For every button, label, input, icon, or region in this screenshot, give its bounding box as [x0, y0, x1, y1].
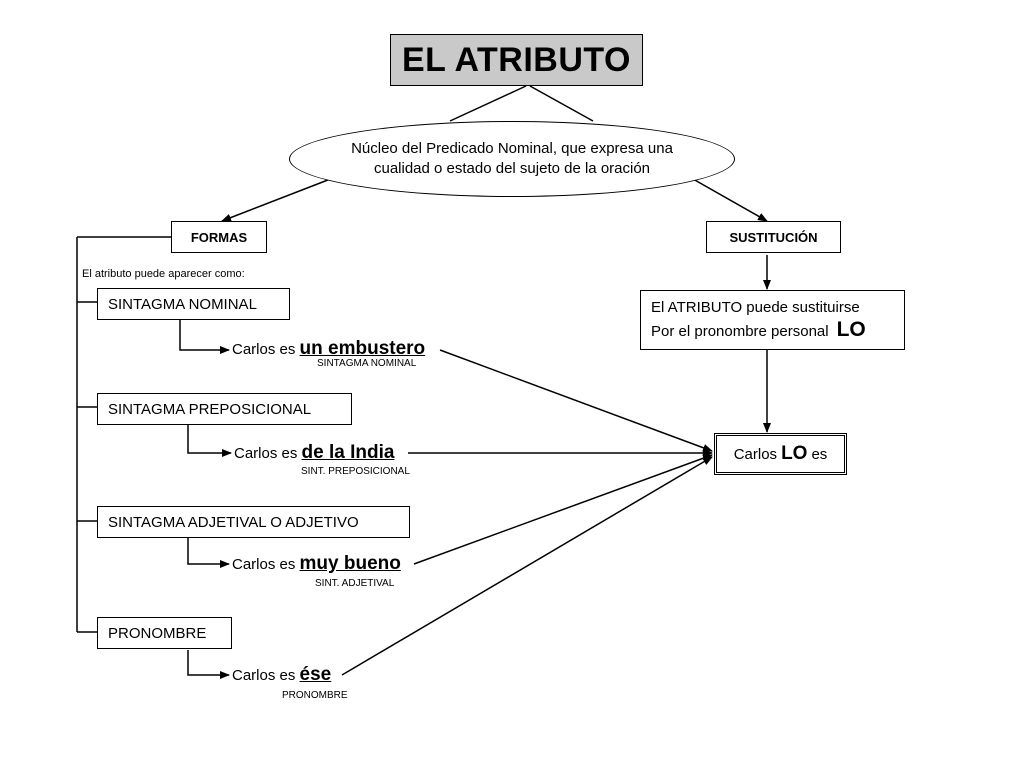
- ellipse-to-sustitucion-arrow: [692, 178, 768, 222]
- category-pronombre: PRONOMBRE: [97, 617, 232, 649]
- category-sintagma-nominal: SINTAGMA NOMINAL: [97, 288, 290, 320]
- result-pronoun: LO: [781, 443, 808, 464]
- sustitucion-pronoun: LO: [836, 318, 866, 341]
- example-highlight: muy bueno: [299, 553, 401, 574]
- caption-sint-adjetival: SINT. ADJETIVAL: [315, 578, 395, 589]
- title-right-connector: [529, 85, 594, 122]
- elbow-arrow-1: [179, 320, 230, 354]
- caption-pronombre: PRONOMBRE: [282, 690, 348, 701]
- formas-intro: El atributo puede aparecer como:: [82, 268, 245, 280]
- example-3-to-result-arrow: [413, 454, 713, 565]
- title-left-connector: [449, 85, 527, 122]
- caption-sintagma-nominal: SINTAGMA NOMINAL: [317, 358, 417, 369]
- elbow-arrow-4: [187, 650, 230, 679]
- definition-line-2: cualidad o estado del sujeto de la oraci…: [373, 160, 651, 177]
- example-prefix: Carlos es: [232, 556, 300, 573]
- elbow-arrow-2: [187, 425, 232, 457]
- sustitucion-description: El ATRIBUTO puede sustituirse Por el pro…: [640, 290, 905, 350]
- example-sintagma-preposicional: Carlos es de la India: [234, 442, 394, 464]
- example-highlight: ése: [299, 664, 332, 685]
- category-sintagma-adjetival: SINTAGMA ADJETIVAL O ADJETIVO: [97, 506, 410, 538]
- definition-ellipse: Núcleo del Predicado Nominal, que expres…: [289, 121, 735, 197]
- example-highlight: un embustero: [299, 338, 426, 359]
- example-4-to-result-arrow: [341, 456, 713, 676]
- sustitucion-line-1: El ATRIBUTO puede sustituirse: [651, 299, 860, 316]
- elbow-arrow-3: [187, 538, 230, 568]
- example-sintagma-adjetival: Carlos es muy bueno: [232, 553, 401, 575]
- sustitucion-header: SUSTITUCIÓN: [706, 221, 841, 253]
- caption-sint-preposicional: SINT. PREPOSICIONAL: [301, 466, 410, 477]
- example-highlight: de la India: [301, 442, 395, 463]
- example-1-to-result-arrow: [439, 349, 713, 452]
- result-before: Carlos: [733, 445, 778, 463]
- result-after: es: [811, 445, 828, 463]
- formas-header: FORMAS: [171, 221, 267, 253]
- result-box: Carlos LO es: [714, 433, 847, 475]
- example-prefix: Carlos es: [232, 667, 300, 684]
- example-prefix: Carlos es: [234, 445, 302, 462]
- example-prefix: Carlos es: [232, 341, 300, 358]
- example-sintagma-nominal: Carlos es un embustero: [232, 338, 425, 360]
- definition-line-1: Núcleo del Predicado Nominal, que expres…: [351, 140, 673, 157]
- ellipse-to-formas-arrow: [221, 177, 334, 222]
- example-pronombre: Carlos es ése: [232, 664, 331, 686]
- page-title: EL ATRIBUTO: [390, 34, 643, 86]
- category-sintagma-preposicional: SINTAGMA PREPOSICIONAL: [97, 393, 352, 425]
